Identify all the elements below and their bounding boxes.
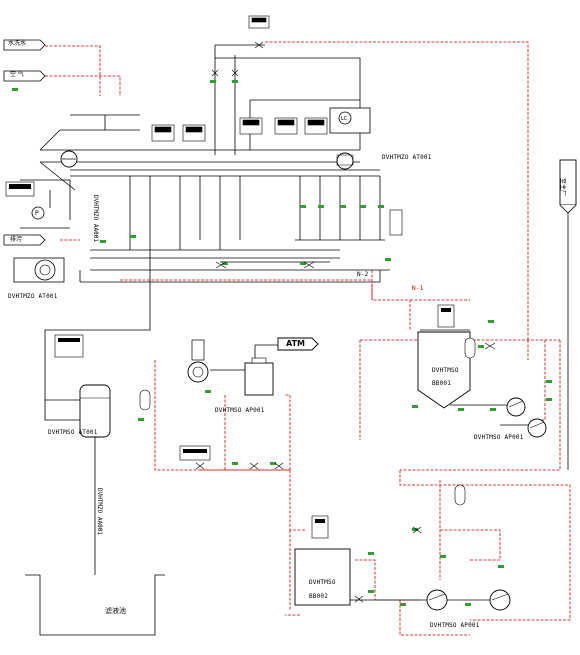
pump-a-bb001 xyxy=(506,397,526,417)
tank-bb001-tag: DVHTMSO xyxy=(432,367,459,374)
tank-bb002 xyxy=(294,548,351,606)
svg-text:P: P xyxy=(35,210,39,217)
pump-a-bb002 xyxy=(426,589,448,611)
vertical-right-label: 至主厂 xyxy=(559,178,566,197)
pump-ap002-label: DVHTMSO AP001 xyxy=(430,622,480,629)
atm-vent xyxy=(277,337,319,351)
instrument-boxes-top xyxy=(151,15,328,142)
belt-drum-right xyxy=(336,152,354,170)
feed-box-1 xyxy=(3,39,46,51)
air-in-label: 空 气 xyxy=(10,71,24,78)
pit-label: 滤液池 xyxy=(105,607,126,615)
belt-filter-tag-right: DVHTMZO AT001 xyxy=(382,154,432,161)
drain-left-label: 排污 xyxy=(10,236,23,243)
pressure-gauge xyxy=(31,206,45,220)
feed-box-3 xyxy=(3,234,46,246)
tank-bb001 xyxy=(417,331,471,409)
valve-markers xyxy=(12,80,552,606)
tank-bb002-label: BB002 xyxy=(309,593,329,600)
feed-top-label: 水洗水 xyxy=(8,40,27,47)
pump-ap001-label: DVHTMSO AP001 xyxy=(474,434,524,441)
line-n2-label: N-2 xyxy=(357,271,369,278)
vac-pump-tag: DVHTMSO AP001 xyxy=(215,407,265,414)
atm-label: ATM xyxy=(286,339,305,348)
vertical-left-label: DVHTMZO AA001 xyxy=(92,195,99,242)
vertical-mid-label: DVHTMZO AA001 xyxy=(96,488,103,535)
tank-bb001-label: BB001 xyxy=(432,380,452,387)
line-n1-label: N-1 xyxy=(412,285,424,292)
vacuum-pump-tag-left: DVHTMZO AT001 xyxy=(8,293,58,300)
separator-tag: DVHTMSO AT001 xyxy=(48,429,98,436)
red-pipelines xyxy=(45,41,571,636)
tank-bb002-tag: DVHTMSO xyxy=(309,579,336,586)
svg-text:LC: LC xyxy=(341,116,348,122)
pump-b-bb002 xyxy=(489,589,511,611)
valve-symbols xyxy=(195,41,496,603)
pump-b-bb001 xyxy=(527,418,547,438)
feed-box-2 xyxy=(3,70,46,82)
separator-vessel xyxy=(244,362,274,396)
